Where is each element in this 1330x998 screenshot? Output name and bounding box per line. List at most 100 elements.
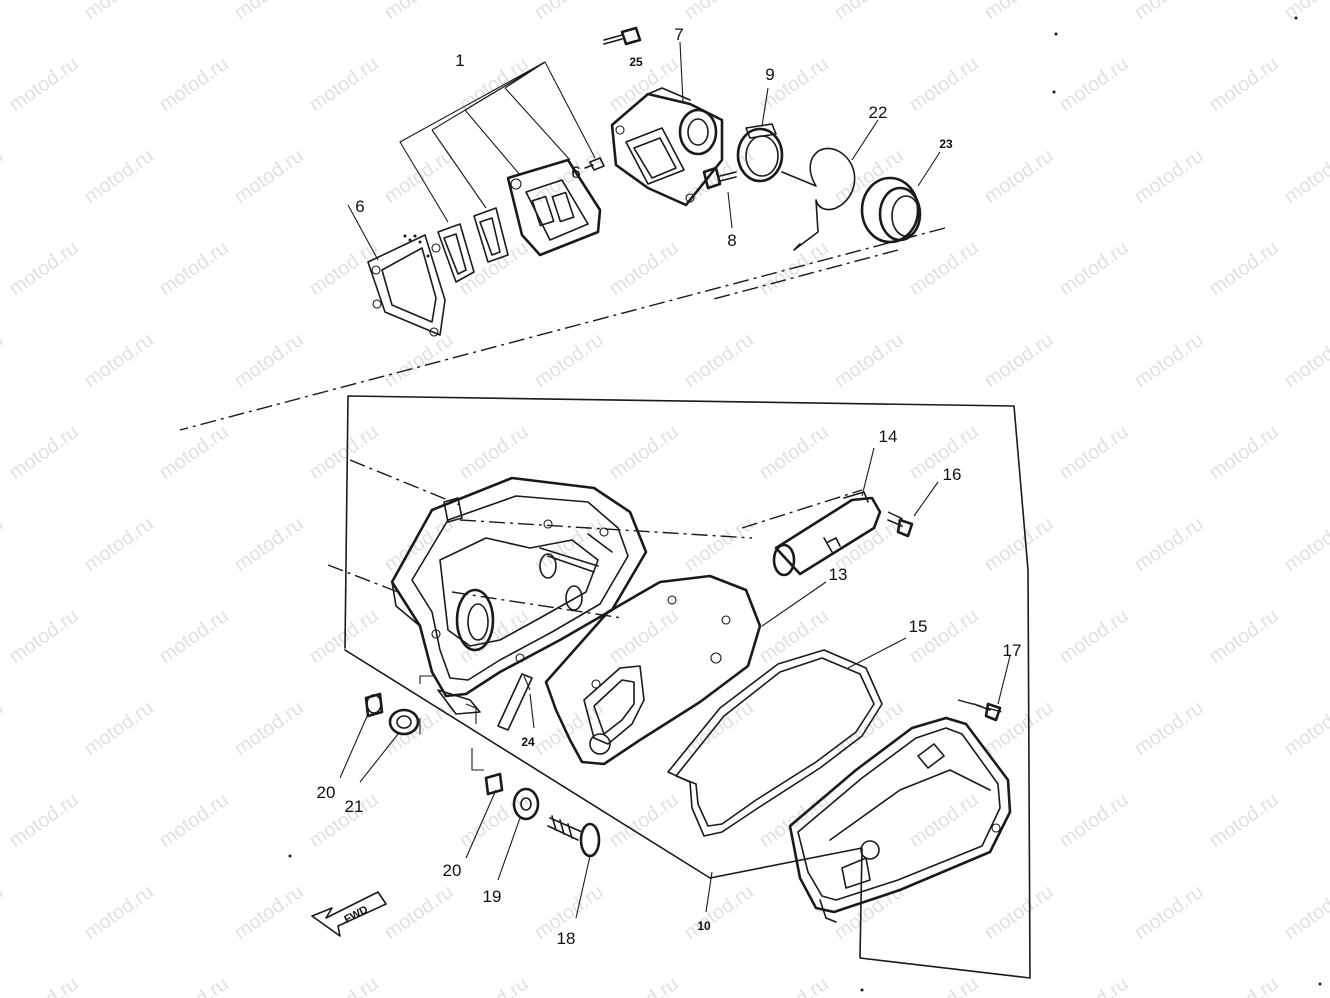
assembly-frame	[344, 395, 1031, 979]
watermark-text: motod.ru	[980, 513, 1057, 576]
intake-manifold-part-7	[610, 41, 724, 207]
callout-20-left: 20	[317, 783, 336, 802]
leader-lines-1	[399, 61, 596, 223]
watermark-text: motod.ru	[905, 789, 982, 852]
fwd-arrow-icon: FWD	[311, 891, 387, 937]
watermark-text: motod.ru	[1055, 421, 1132, 484]
watermark-text: motod.ru	[1130, 329, 1207, 392]
bolt-part-18	[547, 815, 601, 919]
watermark-text: motod.ru	[305, 421, 382, 484]
watermark-text: motod.ru	[755, 973, 832, 998]
small-brackets	[419, 675, 484, 771]
callout-7: 7	[674, 25, 683, 44]
watermark-text: motod.ru	[1130, 513, 1207, 576]
watermark-text: motod.ru	[905, 53, 982, 116]
bolt-part-8	[702, 166, 737, 229]
watermark-text: motod.ru	[1055, 973, 1132, 998]
watermark-text: motod.ru	[830, 145, 907, 208]
watermark-text: motod.ru	[5, 421, 82, 484]
watermark-text: motod.ru	[155, 421, 232, 484]
watermark-text: motod.ru	[305, 973, 382, 998]
watermark-text: motod.ru	[980, 881, 1057, 944]
watermark-text: motod.ru	[1280, 329, 1330, 392]
watermark-text: motod.ru	[0, 145, 8, 208]
watermark-text: motod.ru	[830, 329, 907, 392]
watermark-text: motod.ru	[530, 145, 607, 208]
watermark-text: motod.ru	[605, 237, 682, 300]
watermark-text: motod.ru	[80, 513, 157, 576]
watermark-text: motod.ru	[680, 881, 757, 944]
callout-25: 25	[629, 55, 643, 69]
watermark-text: motod.ru	[80, 0, 157, 24]
watermark-text: motod.ru	[1205, 237, 1282, 300]
callout-24: 24	[521, 735, 535, 749]
rubber-ring-part-23	[860, 151, 941, 244]
watermark-text: motod.ru	[680, 329, 757, 392]
watermark-text: motod.ru	[905, 605, 982, 668]
watermark-text: motod.ru	[1205, 421, 1282, 484]
watermark-text: motod.ru	[380, 881, 457, 944]
spring-clip-part-22	[781, 119, 879, 251]
bolt-part-25	[603, 26, 642, 46]
watermark-text: motod.ru	[230, 0, 307, 24]
watermark-text: motod.ru	[80, 145, 157, 208]
callout-14: 14	[879, 427, 898, 446]
watermark-text: motod.ru	[80, 697, 157, 760]
watermark-text: motod.ru	[230, 329, 307, 392]
watermark-text: motod.ru	[5, 53, 82, 116]
watermark-text: motod.ru	[680, 513, 757, 576]
watermark-text: motod.ru	[230, 697, 307, 760]
watermark-text: motod.ru	[605, 53, 682, 116]
grommet-part-21	[359, 708, 421, 783]
watermark-text: motod.ru	[155, 973, 232, 998]
callout-6-gasket: 6	[355, 197, 364, 216]
watermark-text: motod.ru	[155, 789, 232, 852]
watermark-text: motod.ru	[1055, 53, 1132, 116]
collar-part-20-left	[339, 692, 384, 779]
cover-gasket-part-15	[667, 637, 907, 837]
callout-16: 16	[943, 465, 962, 484]
watermark-text: motod.ru	[980, 329, 1057, 392]
watermark-text: motod.ru	[755, 421, 832, 484]
hose-clamp-part-9	[736, 87, 784, 183]
watermark-text: motod.ru	[455, 53, 532, 116]
watermark-text: motod.ru	[905, 237, 982, 300]
assembly-guide-lines	[179, 227, 1003, 713]
watermark-text: motod.ru	[1280, 145, 1330, 208]
watermark-text: motod.ru	[305, 53, 382, 116]
watermark-text: motod.ru	[155, 237, 232, 300]
watermark-text: motod.ru	[1205, 789, 1282, 852]
callout-18: 18	[557, 929, 576, 948]
watermark-text: motod.ru	[605, 973, 682, 998]
watermark-text: motod.ru	[5, 789, 82, 852]
watermark-text: motod.ru	[980, 0, 1057, 24]
callout-9: 9	[765, 65, 774, 84]
watermark-text: motod.ru	[530, 697, 607, 760]
watermark-text: motod.ru	[1130, 881, 1207, 944]
watermark-text: motod.ru	[5, 237, 82, 300]
watermark-text: motod.ru	[680, 0, 757, 24]
watermark-text: motod.ru	[80, 329, 157, 392]
watermark-text: motod.ru	[1055, 789, 1132, 852]
watermark-text: motod.ru	[230, 145, 307, 208]
callout-8: 8	[727, 231, 736, 250]
callout-6-screw: 6	[571, 163, 580, 182]
callout-13: 13	[829, 565, 848, 584]
watermark-text: motod.ru	[155, 53, 232, 116]
watermark-text: motod.ru	[1280, 513, 1330, 576]
watermark-text: motod.ru	[380, 0, 457, 24]
watermark-text: motod.ru	[1130, 0, 1207, 24]
watermark-text: motod.ru	[5, 973, 82, 998]
screw-part-17	[973, 655, 1011, 722]
watermark-text: motod.ru	[980, 145, 1057, 208]
watermark-text: motod.ru	[80, 881, 157, 944]
watermark-text: motod.ru	[0, 0, 8, 24]
watermark-text: motod.ru	[0, 881, 8, 944]
watermark-text: motod.ru	[1205, 605, 1282, 668]
watermark-text: motod.ru	[455, 973, 532, 998]
watermark-text: motod.ru	[530, 329, 607, 392]
scan-specks	[288, 16, 1322, 992]
washer-part-19	[497, 787, 540, 881]
callout-numbers: 1 6 6 7 8 9 10 13 14 15 16 17 18 19 20 2…	[317, 25, 1022, 948]
collar-part-20-right	[465, 772, 504, 859]
